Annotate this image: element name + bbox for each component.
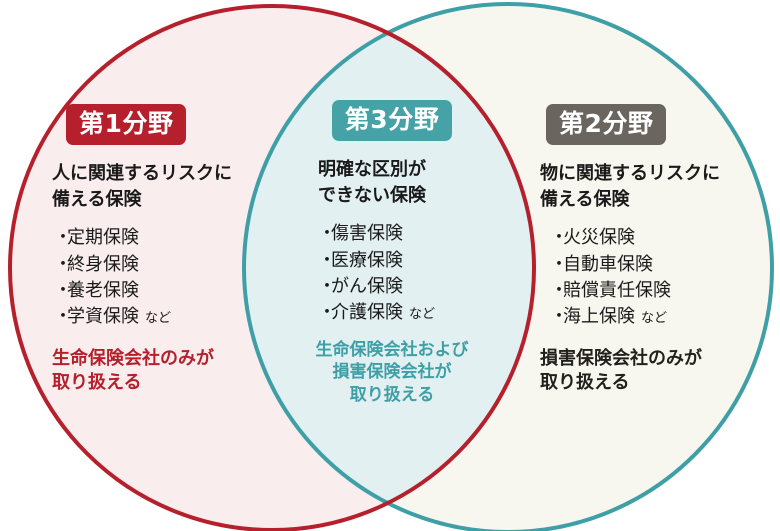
- list-item-label: 医療保険: [331, 249, 403, 271]
- list-item-label: 定期保険: [67, 227, 139, 249]
- right-footer-note: 損害保険会社のみが 取り扱える: [540, 347, 702, 394]
- left-footer-note: 生命保険会社のみが 取り扱える: [52, 347, 214, 394]
- bullet-icon: ・: [318, 276, 336, 297]
- center-footer-note: 生命保険会社および 損害保険会社が 取り扱える: [315, 339, 469, 405]
- center-item-list: ・傷害保険 ・医療保険 ・がん保険 ・介護保険など: [318, 221, 472, 327]
- list-item-label: 海上保険: [563, 306, 635, 328]
- list-item-label: 学資保険: [67, 306, 139, 328]
- list-item: ・学資保険など: [54, 304, 272, 330]
- list-item: ・火災保険: [550, 225, 750, 251]
- bullet-icon: ・: [550, 227, 568, 249]
- list-item-label: 自動車保険: [563, 253, 653, 275]
- left-circle-outline: [8, 4, 536, 531]
- list-item: ・介護保険など: [318, 300, 472, 326]
- bullet-icon: ・: [318, 223, 336, 245]
- left-badge-row: 第1分野: [66, 104, 272, 145]
- list-item: ・自動車保険: [550, 252, 750, 278]
- list-item: ・傷害保険: [318, 221, 472, 247]
- list-item: ・医療保険: [318, 248, 472, 274]
- list-item: ・賠償責任保険: [550, 278, 750, 304]
- list-item-label: 賠償責任保険: [563, 280, 671, 301]
- list-item-suffix: など: [409, 307, 436, 323]
- bullet-icon: ・: [550, 253, 568, 275]
- right-badge-row: 第2分野: [546, 104, 750, 145]
- center-section: 第3分野 明確な区別が できない保険 ・傷害保険 ・医療保険 ・がん保険 ・介護…: [312, 100, 472, 406]
- list-item-label: 養老保険: [67, 280, 139, 301]
- bullet-icon: ・: [54, 280, 72, 301]
- center-headline: 明確な区別が できない保険: [318, 159, 426, 206]
- list-item-suffix: など: [641, 311, 668, 327]
- right-item-list: ・火災保険 ・自動車保険 ・賠償責任保険 ・海上保険など: [550, 225, 750, 331]
- bullet-icon: ・: [550, 306, 568, 328]
- badge-center: 第3分野: [331, 100, 453, 141]
- left-headline: 人に関連するリスクに 備える保険: [52, 163, 232, 210]
- bullet-icon: ・: [550, 280, 568, 301]
- list-item: ・海上保険など: [550, 304, 750, 330]
- list-item-label: がん保険: [331, 276, 403, 297]
- right-headline: 物に関連するリスクに 備える保険: [540, 163, 720, 210]
- list-item-suffix: など: [145, 311, 172, 327]
- list-item: ・定期保険: [54, 225, 272, 251]
- list-item: ・がん保険: [318, 274, 472, 300]
- left-item-list: ・定期保険 ・終身保険 ・養老保険 ・学資保険など: [54, 225, 272, 331]
- badge-left: 第1分野: [66, 104, 187, 145]
- bullet-icon: ・: [318, 302, 336, 324]
- list-item: ・養老保険: [54, 278, 272, 304]
- list-item-label: 終身保険: [67, 253, 139, 275]
- center-badge-row: 第3分野: [312, 100, 472, 141]
- left-section: 第1分野 人に関連するリスクに 備える保険 ・定期保険 ・終身保険 ・養老保険 …: [52, 104, 272, 396]
- bullet-icon: ・: [54, 253, 72, 275]
- bullet-icon: ・: [54, 306, 72, 328]
- bullet-icon: ・: [54, 227, 72, 249]
- list-item-label: 傷害保険: [331, 223, 403, 245]
- right-section: 第2分野 物に関連するリスクに 備える保険 ・火災保険 ・自動車保険 ・賠償責任…: [540, 104, 750, 396]
- right-circle-outline: [242, 2, 774, 531]
- list-item-label: 火災保険: [563, 227, 635, 249]
- badge-right: 第2分野: [546, 104, 667, 145]
- list-item-label: 介護保険: [331, 302, 403, 324]
- list-item: ・終身保険: [54, 252, 272, 278]
- bullet-icon: ・: [318, 249, 336, 271]
